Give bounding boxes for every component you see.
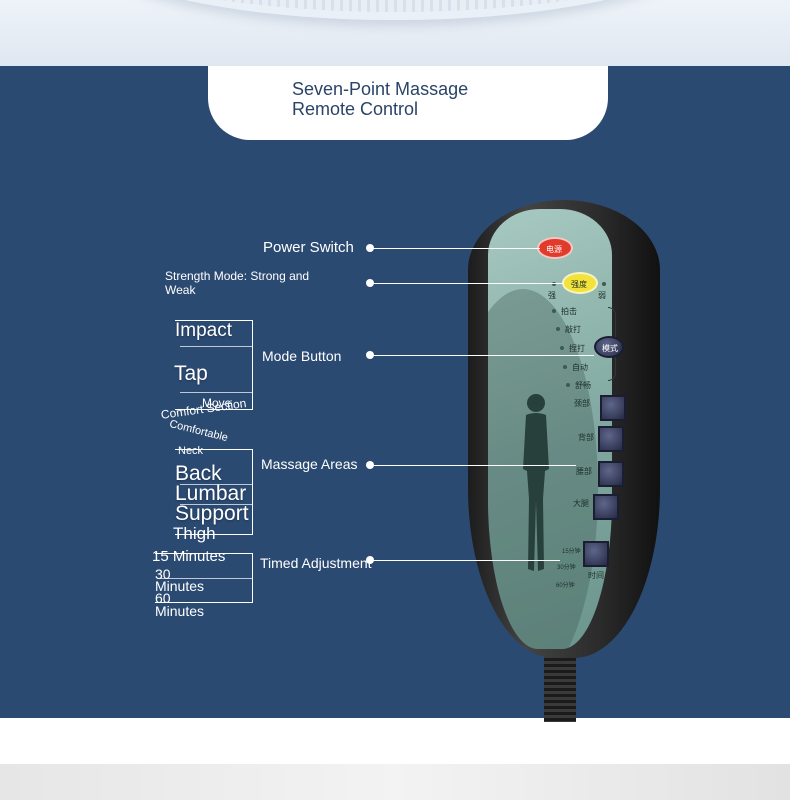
time-caption: 时间 <box>588 571 604 580</box>
strength-leader-line <box>370 283 563 284</box>
mode-option-impact: Impact <box>175 320 233 341</box>
area-option-thigh: Thigh <box>173 524 216 543</box>
power-button-label: 电源 <box>546 245 562 254</box>
mode-label-4: 自动 <box>572 363 588 372</box>
strength-button[interactable]: 强度 <box>562 272 598 294</box>
timer-button[interactable] <box>583 541 609 567</box>
page-title-line-2: Remote Control <box>292 99 419 119</box>
power-leader-line <box>370 248 540 249</box>
area-divider-2 <box>180 504 253 505</box>
page-title-line-1: Seven-Point Massage <box>292 79 469 99</box>
mode-options-bracket <box>175 320 253 410</box>
mode-led-4 <box>563 365 567 369</box>
mode-leader-dot <box>366 351 374 359</box>
areas-leader-line <box>370 465 576 466</box>
mode-divider-1 <box>180 346 253 347</box>
back-area-button[interactable] <box>598 426 624 452</box>
feature-panel <box>0 66 790 718</box>
time-label-3: 60分钟 <box>556 583 575 589</box>
mode-led-5 <box>566 383 570 387</box>
timer-leader-line <box>370 560 560 561</box>
thigh-area-button[interactable] <box>593 494 619 520</box>
strength-led-strong <box>552 282 556 286</box>
timer-option-15: 15 Minutes <box>152 548 226 565</box>
power-leader-dot <box>366 244 374 252</box>
neck-area-button[interactable] <box>600 395 626 421</box>
mode-led-3 <box>560 346 564 350</box>
timer-option-30-number: 30 <box>155 566 171 582</box>
strength-mode-label-2: Weak <box>165 283 196 297</box>
timer-option-60-unit: Minutes <box>155 603 205 619</box>
mode-button-callout: Mode Button <box>262 348 342 364</box>
areas-leader-dot <box>366 461 374 469</box>
bottom-product-strip <box>0 764 790 800</box>
mode-label-5: 舒畅 <box>575 381 591 390</box>
mode-button[interactable]: 模式 <box>594 336 624 358</box>
area-options-bracket <box>175 449 253 535</box>
massage-areas-callout: Massage Areas <box>261 456 358 472</box>
strength-mode-label-1: Strength Mode: Strong and <box>165 269 310 283</box>
area-option-lumbar: Lumbar <box>175 482 247 505</box>
mode-led-1 <box>552 309 556 313</box>
mode-led-2 <box>556 327 560 331</box>
timed-adjustment-callout: Timed Adjustment <box>260 555 372 571</box>
body-silhouette-icon <box>523 394 549 571</box>
mode-divider-2 <box>180 392 253 393</box>
area-label-3: 腰部 <box>576 467 592 476</box>
mode-leader-line <box>370 355 594 356</box>
power-switch-label: Power Switch <box>263 239 354 256</box>
weak-label: 弱 <box>598 291 606 300</box>
mode-label-1: 拍击 <box>561 307 577 316</box>
time-label-2: 30分钟 <box>557 565 576 571</box>
area-option-back: Back <box>175 462 222 485</box>
strong-label: 强 <box>548 291 556 300</box>
area-divider-1 <box>180 484 253 485</box>
massager-top-image <box>70 0 720 20</box>
strength-leader-dot <box>366 279 374 287</box>
top-product-strip <box>0 0 790 66</box>
timer-leader-dot <box>366 556 374 564</box>
area-label-1: 颈部 <box>574 399 590 408</box>
timer-option-60-number: 60 <box>155 590 171 606</box>
area-label-4: 大腿 <box>573 499 589 508</box>
mode-label-3: 捏打 <box>569 344 585 353</box>
strength-button-label: 强度 <box>571 280 587 289</box>
lumbar-area-button[interactable] <box>598 461 624 487</box>
area-option-neck: Neck <box>178 445 204 457</box>
remote-face <box>488 209 612 649</box>
time-label-1: 15分钟 <box>562 549 581 555</box>
strength-led-weak <box>602 282 606 286</box>
mode-option-move: Move <box>202 396 232 410</box>
mode-option-tap: Tap <box>174 362 208 385</box>
timer-divider-1 <box>158 578 253 579</box>
mode-label-2: 敲打 <box>565 325 581 334</box>
power-button[interactable]: 电源 <box>537 237 573 259</box>
area-label-2: 背部 <box>578 433 594 442</box>
title-tab: Seven-Point Massage Remote Control <box>208 66 608 140</box>
mode-button-label: 模式 <box>602 344 618 353</box>
timer-option-30-unit: Minutes <box>155 578 205 594</box>
area-option-support: Support <box>175 502 249 525</box>
